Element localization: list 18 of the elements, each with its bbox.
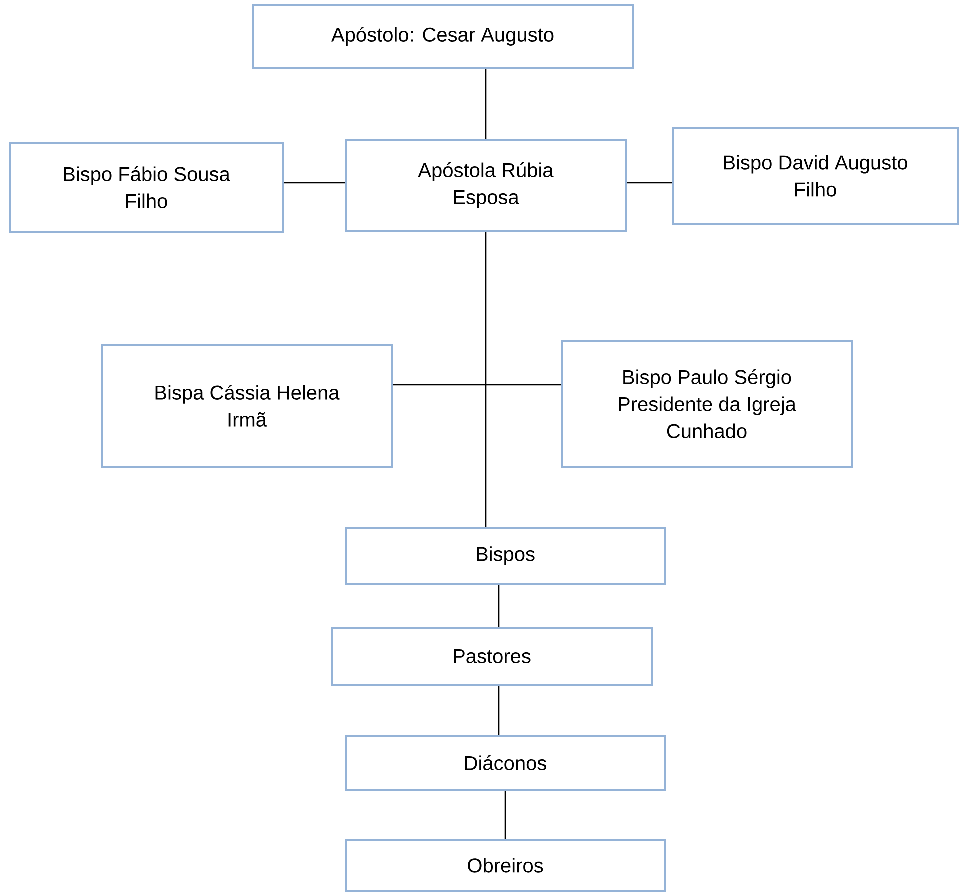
- connector-line: [498, 686, 500, 735]
- chart-box: Bispo David Augusto Filho: [672, 127, 959, 225]
- connector-line: [284, 182, 345, 184]
- chart-box: Obreiros: [345, 839, 666, 892]
- chart-box: Pastores: [331, 627, 653, 686]
- connector-line: [485, 232, 487, 527]
- connector-line: [498, 585, 500, 627]
- chart-box: Diáconos: [345, 735, 666, 791]
- chart-box: Apóstola Rúbia Esposa: [345, 139, 627, 232]
- connector-line: [393, 384, 561, 386]
- connector-line: [485, 69, 487, 139]
- connector-line: [504, 791, 506, 839]
- chart-box: Apóstolo: Cesar Augusto: [252, 4, 634, 69]
- chart-box: Bispo Fábio Sousa Filho: [9, 142, 284, 233]
- chart-box: Bispo Paulo Sérgio Presidente da Igreja Cunhado: [561, 340, 853, 468]
- chart-box: Bispa Cássia Helena Irmã: [101, 344, 393, 468]
- chart-box: Bispos: [345, 527, 666, 585]
- connector-line: [627, 182, 672, 184]
